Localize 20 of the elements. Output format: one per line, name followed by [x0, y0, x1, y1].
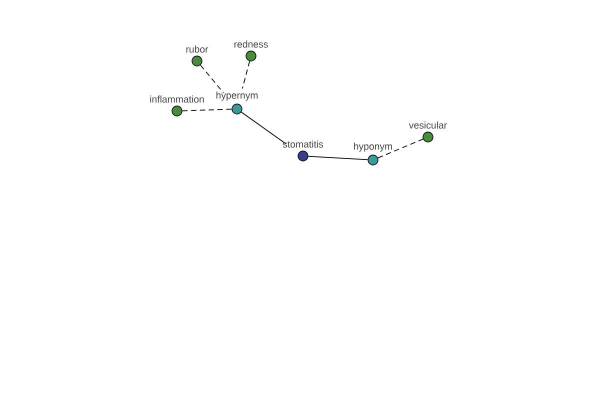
node-label: hyponym: [354, 142, 392, 152]
graph-node: hyponym: [354, 142, 392, 166]
connector-line: [240, 112, 286, 144]
connector-line: [182, 108, 232, 112]
connector-line: [242, 60, 250, 89]
graph-node: redness: [234, 40, 268, 62]
node-label: inflammation: [150, 96, 204, 103]
node-label: rubor: [186, 46, 208, 53]
graph-node: inflammation: [150, 96, 204, 116]
graph-node: hypernym: [216, 92, 258, 114]
node-label: redness: [234, 40, 268, 48]
node-label: stomatitis: [282, 140, 324, 148]
connector-line: [200, 64, 224, 94]
connector-line: [308, 156, 368, 160]
node-label: hypernym: [216, 92, 258, 101]
node-label: vesicular: [408, 122, 447, 129]
graph-node: stomatitis: [282, 140, 324, 162]
graph-node: rubor: [186, 46, 208, 66]
graph-node: vesicular: [408, 122, 447, 142]
connector-line: [378, 138, 424, 158]
